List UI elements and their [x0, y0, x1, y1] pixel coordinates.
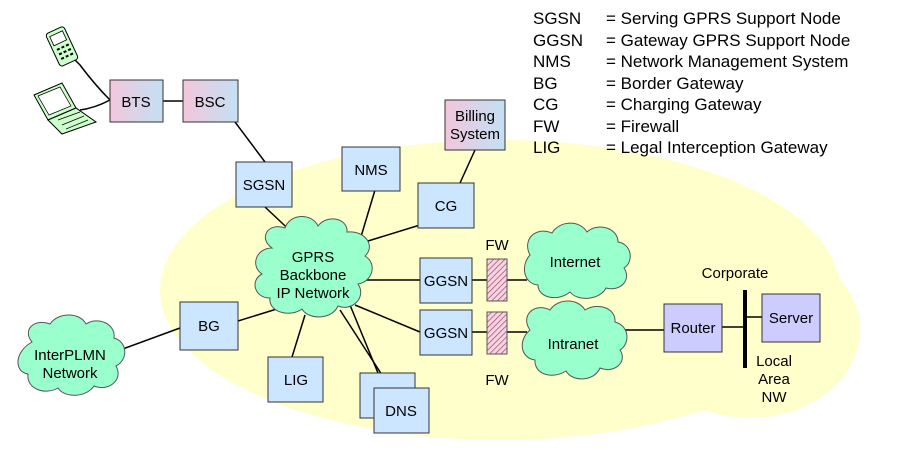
node-bts[interactable]: BTS	[109, 79, 164, 123]
cloud-interplmn[interactable]: InterPLMN Network	[17, 314, 126, 396]
firewall-top	[486, 258, 508, 302]
node-bsc[interactable]: BSC	[182, 79, 239, 123]
node-lig[interactable]: LIG	[267, 356, 324, 403]
node-bg-label: BG	[198, 318, 220, 335]
firewall-bottom	[486, 311, 508, 355]
node-dns[interactable]: DNS	[359, 372, 430, 434]
node-bg[interactable]: BG	[179, 301, 239, 351]
node-billing-system[interactable]: Billing System	[444, 99, 506, 151]
node-server-label: Server	[769, 310, 813, 327]
node-ggsn-internet[interactable]: GGSN	[419, 257, 473, 304]
legend-desc-lig: = Legal Interception Gateway	[606, 138, 828, 157]
legend: SGSN = Serving GPRS Support Node GGSN = …	[533, 9, 850, 157]
legend-abbr-ggsn: GGSN	[533, 31, 583, 50]
node-router-label: Router	[670, 320, 715, 337]
node-bsc-label: BSC	[195, 94, 226, 111]
intranet-label: Intranet	[548, 336, 600, 353]
firewall-top-label: FW	[485, 237, 509, 254]
legend-abbr-bg: BG	[533, 74, 558, 93]
interplmn-label-2: Network	[42, 365, 98, 382]
node-cg[interactable]: CG	[417, 182, 475, 229]
cloud-internet[interactable]: Internet	[523, 222, 631, 299]
legend-desc-fw: = Firewall	[606, 117, 679, 136]
legend-abbr-fw: FW	[533, 117, 559, 136]
legend-desc-ggsn: = Gateway GPRS Support Node	[606, 31, 850, 50]
corporate-network-area	[640, 242, 860, 418]
internet-label: Internet	[550, 254, 602, 271]
node-lig-label: LIG	[284, 372, 308, 389]
node-nms[interactable]: NMS	[341, 146, 401, 192]
node-ggsn-intranet[interactable]: GGSN	[419, 309, 473, 356]
node-billing-label-2: System	[450, 126, 500, 143]
node-billing-label-1: Billing	[455, 108, 495, 125]
lan-label-3: NW	[762, 389, 788, 406]
legend-desc-nms: = Network Management System	[606, 52, 848, 71]
legend-desc-bg: = Border Gateway	[606, 74, 744, 93]
legend-desc-cg: = Charging Gateway	[606, 95, 762, 114]
mobile-phone-icon	[45, 26, 79, 67]
corporate-label: Corporate	[702, 265, 769, 282]
node-server[interactable]: Server	[761, 293, 821, 343]
node-sgsn[interactable]: SGSN	[235, 161, 293, 208]
lan-label-2: Area	[758, 371, 790, 388]
firewall-bottom-label: FW	[485, 372, 509, 389]
node-sgsn-label: SGSN	[243, 177, 286, 194]
laptop-icon	[33, 82, 98, 135]
backbone-label-3: IP Network	[276, 285, 350, 302]
cloud-gprs-backbone[interactable]: GPRS Backbone IP Network	[254, 216, 373, 318]
node-dns-label: DNS	[385, 403, 417, 420]
legend-abbr-cg: CG	[533, 95, 559, 114]
legend-abbr-sgsn: SGSN	[533, 9, 581, 28]
backbone-label-2: Backbone	[280, 267, 347, 284]
interplmn-label-1: InterPLMN	[34, 347, 106, 364]
legend-abbr-lig: LIG	[533, 138, 560, 157]
cloud-intranet[interactable]: Intranet	[521, 300, 628, 380]
legend-desc-sgsn: = Serving GPRS Support Node	[606, 9, 841, 28]
node-ggsn-bottom-label: GGSN	[424, 325, 468, 342]
node-cg-label: CG	[435, 198, 458, 215]
node-ggsn-top-label: GGSN	[424, 273, 468, 290]
node-nms-label: NMS	[354, 162, 387, 179]
node-router[interactable]: Router	[663, 303, 723, 353]
legend-abbr-nms: NMS	[533, 52, 571, 71]
lan-label-1: Local	[756, 353, 792, 370]
backbone-label-1: GPRS	[292, 249, 335, 266]
node-bts-label: BTS	[121, 94, 150, 111]
